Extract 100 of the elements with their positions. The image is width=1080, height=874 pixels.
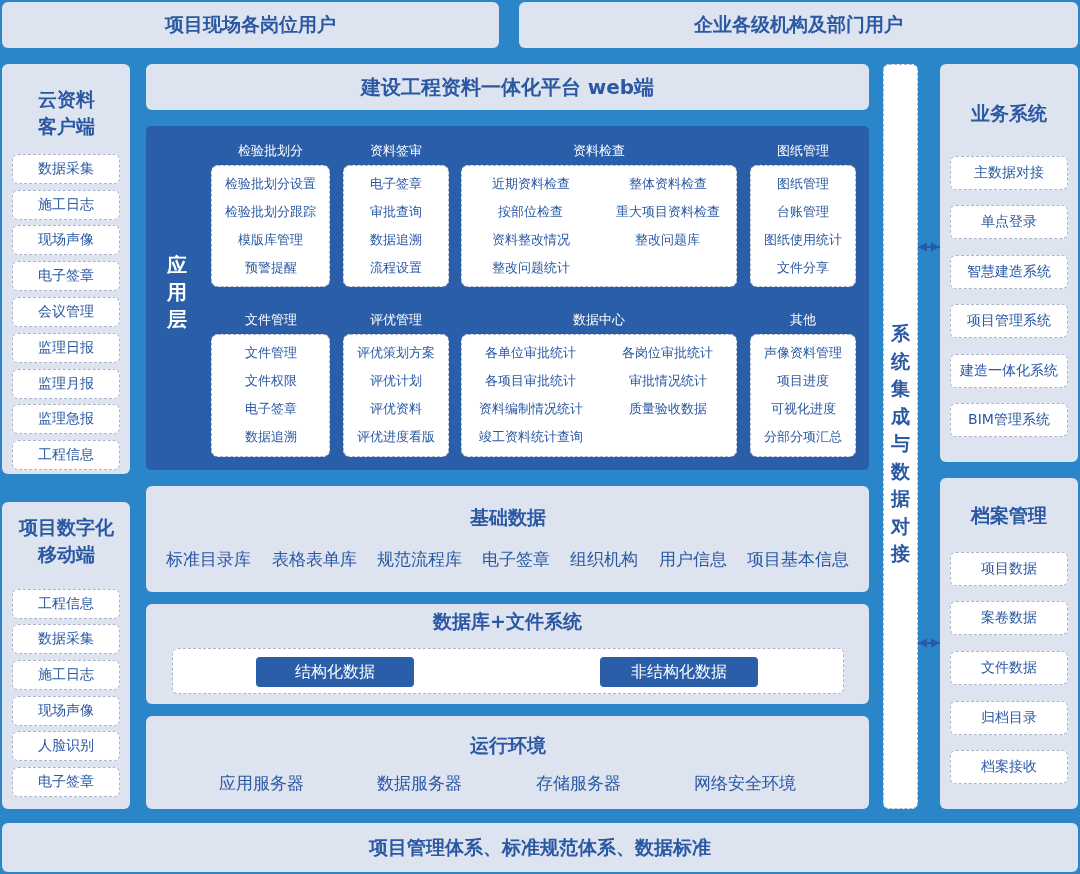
menu-item: 质量验收数据 — [628, 401, 707, 419]
menu-item: 项目进度 — [777, 372, 829, 390]
menu-item: 整改问题统计 — [491, 259, 570, 277]
panel-title: 运行环境 — [468, 733, 547, 758]
menu-item: 文件管理 — [244, 344, 297, 362]
module-heading: 文件管理 — [243, 311, 298, 329]
list-item: 智慧建造系统 — [950, 255, 1068, 289]
panel-title: 业务系统 — [970, 101, 1048, 126]
panel-title: 档案管理 — [969, 503, 1048, 528]
data-item: 存储服务器 — [535, 772, 621, 795]
menu-item: 评优策划方案 — [357, 344, 435, 362]
panel — [2, 64, 130, 474]
menu-item: 评优进度看版 — [357, 429, 435, 447]
double-arrow — [917, 638, 941, 648]
menu-item: 图纸使用统计 — [764, 231, 842, 249]
panel-title: 项目数字化移动端 — [17, 515, 115, 567]
menu-item: 流程设置 — [370, 259, 422, 277]
panel-title: 云资料客户端 — [36, 87, 96, 139]
module-heading: 其他 — [789, 311, 817, 329]
menu-item: 各项目审批统计 — [485, 372, 576, 390]
double-arrow — [917, 242, 941, 252]
module-heading: 检验批划分 — [237, 142, 304, 160]
menu-item: 近期资料检查 — [491, 175, 570, 193]
data-item: 应用服务器 — [219, 772, 305, 795]
list-item: 施工日志 — [12, 190, 120, 220]
list-item: 案卷数据 — [950, 601, 1068, 635]
menu-item: 文件权限 — [244, 372, 297, 390]
list-item: 文件数据 — [950, 651, 1068, 685]
menu-item: 审批查询 — [370, 203, 422, 221]
list-item: 监理月报 — [12, 369, 120, 399]
panel — [146, 716, 869, 809]
panel-title: 基础数据 — [468, 505, 547, 530]
menu-item: 预警提醒 — [244, 259, 297, 277]
menu-item: 可视化进度 — [770, 401, 836, 419]
list-item: 归档目录 — [950, 701, 1068, 735]
menu-item: 整体资料检查 — [628, 175, 707, 193]
list-item: 电子签章 — [12, 767, 120, 797]
list-item: 现场声像 — [12, 696, 120, 726]
panel — [940, 478, 1078, 809]
data-tag: 结构化数据 — [256, 657, 414, 687]
list-item: 数据采集 — [12, 154, 120, 184]
menu-item: 台账管理 — [777, 203, 829, 221]
layer-panel — [146, 126, 869, 470]
data-item: 表格表单库 — [271, 548, 357, 571]
list-item: 数据采集 — [12, 624, 120, 654]
data-item: 网络安全环境 — [693, 772, 796, 795]
list-item: BIM管理系统 — [950, 403, 1068, 437]
list-item: 现场声像 — [12, 225, 120, 255]
menu-item: 资料整改情况 — [491, 231, 570, 249]
data-item: 项目基本信息 — [746, 548, 849, 571]
menu-item: 数据追溯 — [244, 429, 297, 447]
list-item: 施工日志 — [12, 660, 120, 690]
panel — [940, 64, 1078, 462]
storage-box — [172, 648, 844, 694]
list-item: 项目管理系统 — [950, 304, 1068, 338]
list-item: 主数据对接 — [950, 156, 1068, 190]
module-heading: 数据中心 — [572, 311, 626, 329]
data-item: 数据服务器 — [377, 772, 463, 795]
menu-item: 声像资料管理 — [764, 344, 842, 362]
list-item: 工程信息 — [12, 440, 120, 470]
menu-item: 重大项目资料检查 — [615, 203, 720, 221]
list-item: 会议管理 — [12, 297, 120, 327]
menu-item: 模版库管理 — [238, 231, 303, 249]
menu-item: 检验批划分设置 — [225, 175, 316, 193]
list-item: 人脸识别 — [12, 731, 120, 761]
user-band: 项目现场各岗位用户 — [2, 2, 499, 48]
integration-bar — [883, 64, 918, 809]
menu-item: 文件分享 — [777, 259, 829, 277]
list-item: 项目数据 — [950, 552, 1068, 586]
menu-item: 评优资料 — [370, 401, 422, 419]
data-item: 规范流程库 — [376, 548, 462, 571]
menu-item: 检验批划分跟踪 — [225, 203, 316, 221]
panel-title: 数据库+文件系统 — [432, 609, 583, 634]
module-heading: 资料签审 — [369, 142, 423, 160]
menu-item: 各岗位审批统计 — [622, 344, 713, 362]
menu-item: 按部位检查 — [498, 203, 563, 221]
menu-item: 竣工资料统计查询 — [478, 429, 583, 447]
list-item: 电子签章 — [12, 261, 120, 291]
data-item: 组织机构 — [570, 548, 639, 571]
menu-item: 图纸管理 — [777, 175, 829, 193]
list-item: 单点登录 — [950, 205, 1068, 239]
module-heading: 资料检查 — [572, 142, 626, 160]
data-item: 标准目录库 — [166, 548, 252, 571]
panel — [2, 502, 130, 809]
module-heading: 评优管理 — [369, 311, 423, 329]
layer-title: 应用层 — [166, 252, 188, 333]
platform-header: 建设工程资料一体化平台 web端 — [146, 64, 869, 110]
vertical-label: 系统集成与数据对接 — [890, 321, 911, 567]
data-tag: 非结构化数据 — [600, 657, 758, 687]
menu-item: 资料编制情况统计 — [478, 401, 583, 419]
user-band: 企业各级机构及部门用户 — [519, 2, 1078, 48]
menu-item: 评优计划 — [370, 372, 422, 390]
menu-item: 电子签章 — [370, 175, 422, 193]
menu-item: 审批情况统计 — [628, 372, 707, 390]
data-item: 用户信息 — [658, 548, 727, 571]
data-item: 电子签章 — [482, 548, 550, 571]
menu-item: 整改问题库 — [635, 231, 700, 249]
menu-item: 分部分项汇总 — [764, 429, 842, 447]
user-band: 项目管理体系、标准规范体系、数据标准 — [2, 823, 1078, 872]
menu-item: 各单位审批统计 — [485, 344, 576, 362]
